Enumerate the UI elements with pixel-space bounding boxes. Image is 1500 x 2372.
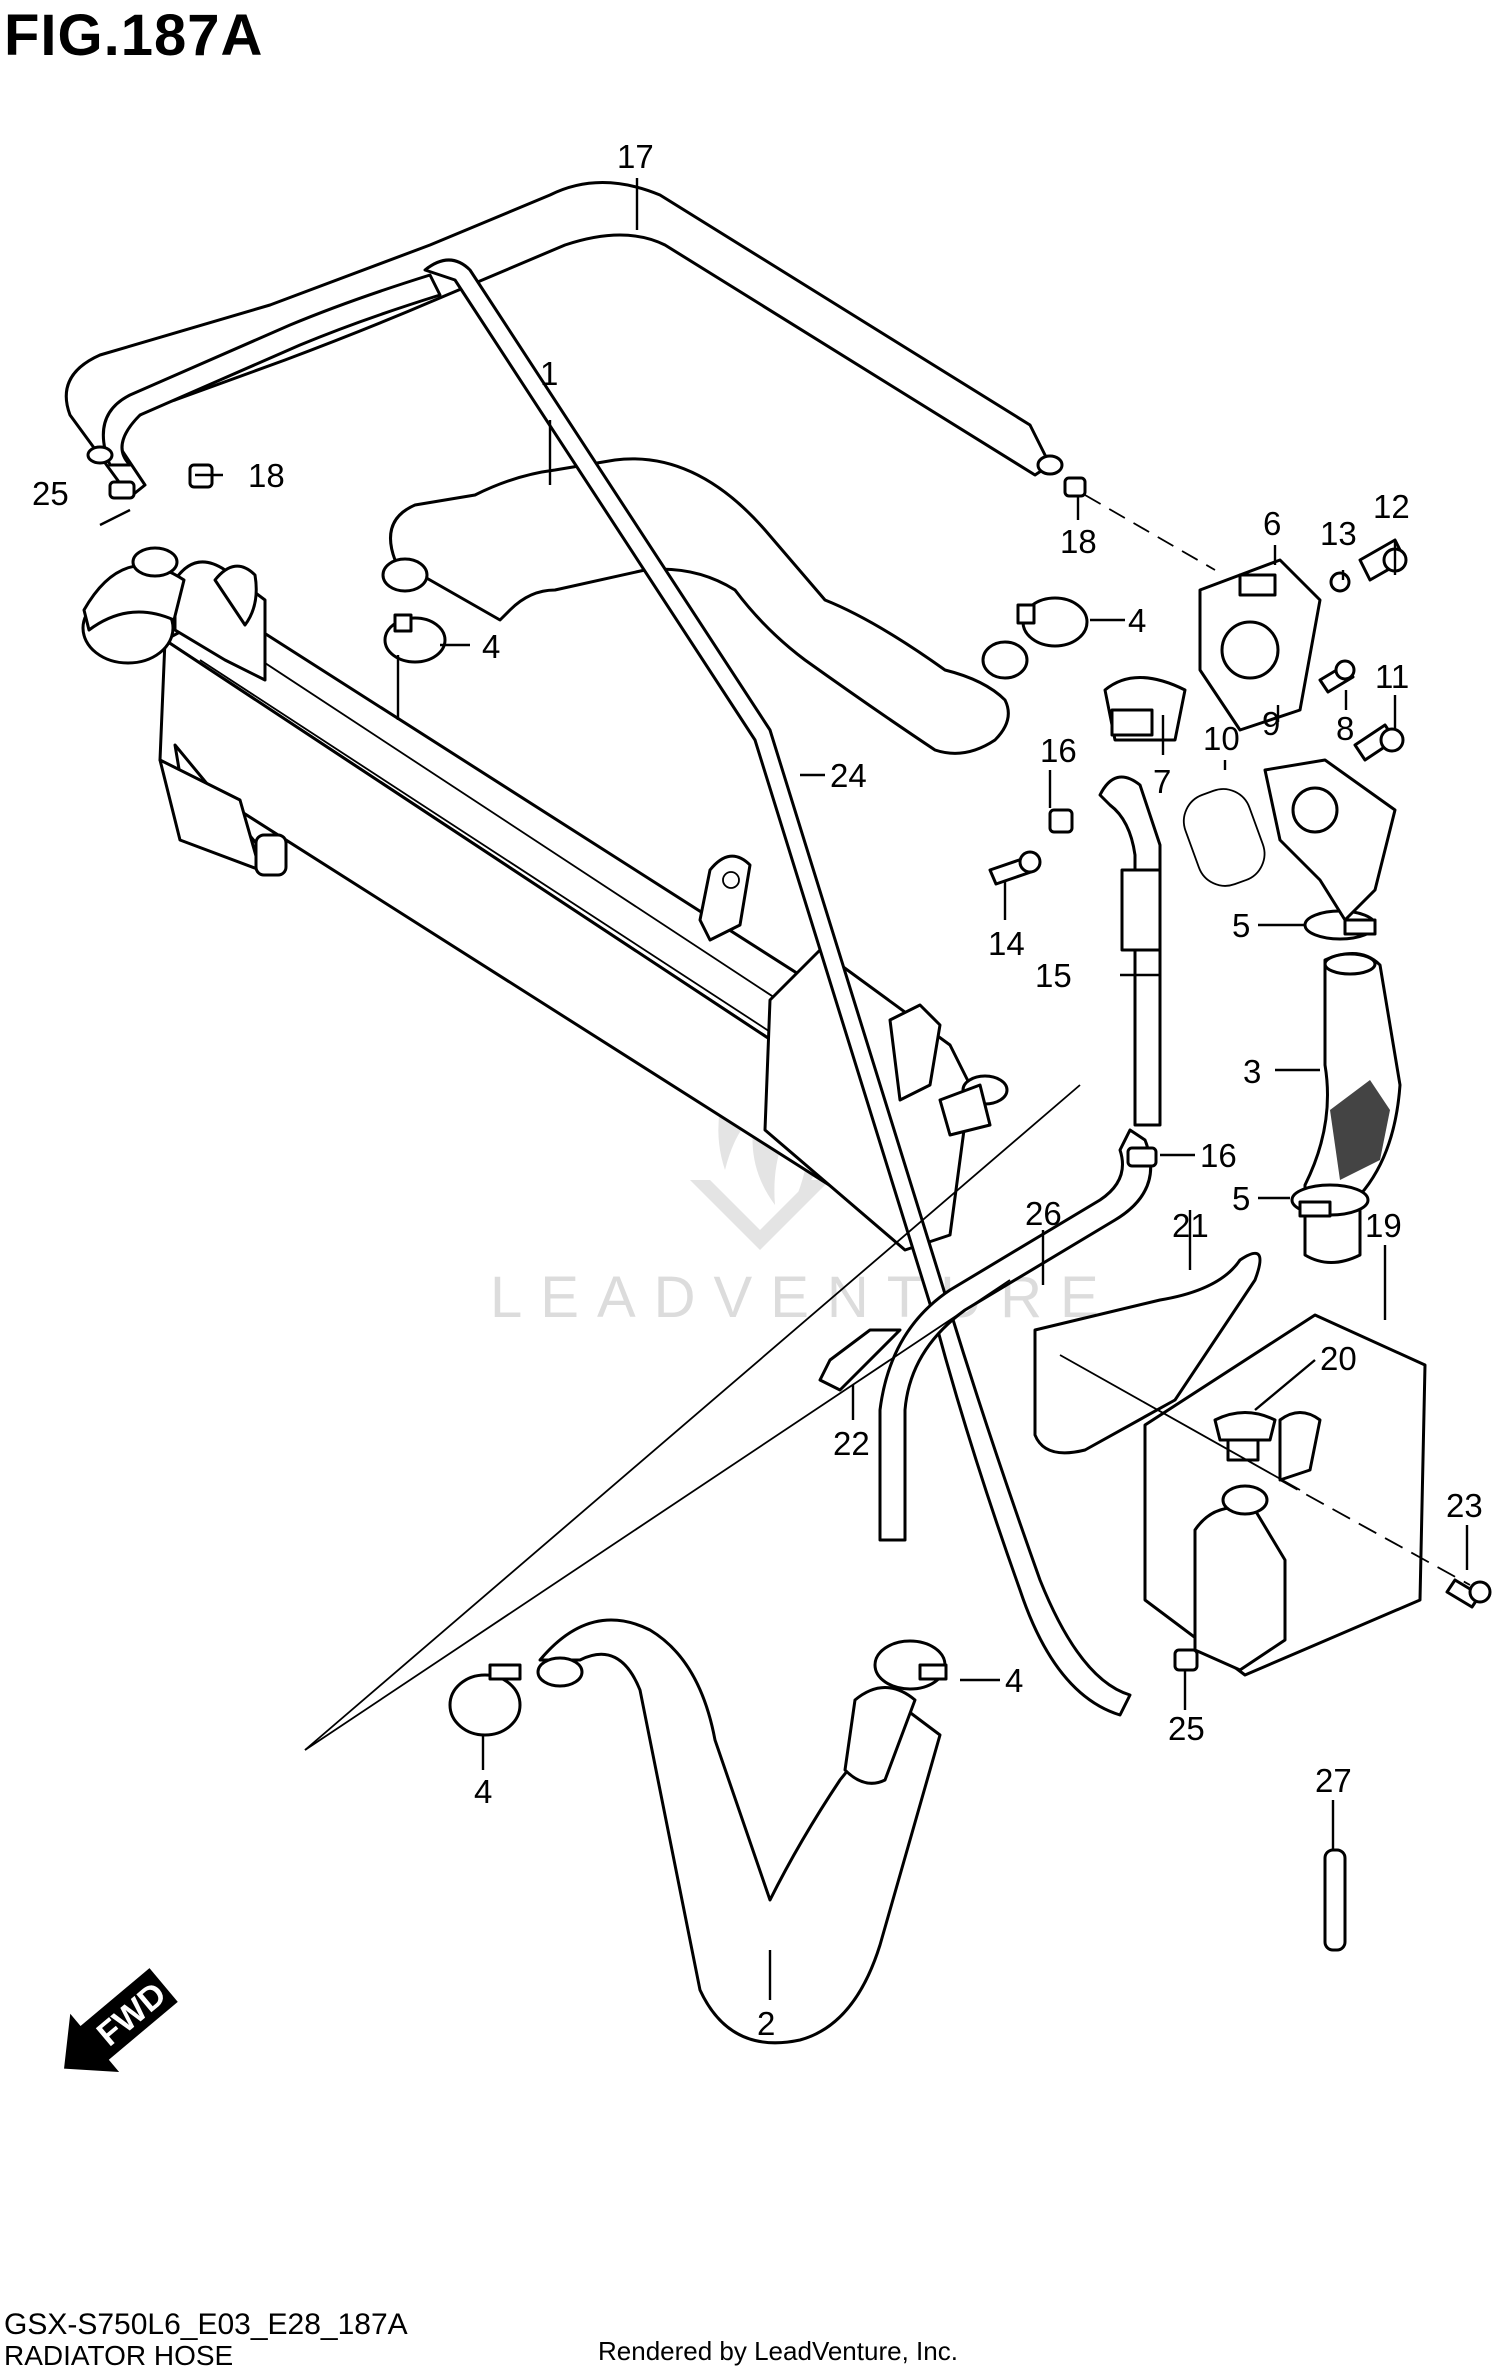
radiator-cap [81,546,186,665]
model-code: GSX-S750L6_E03_E28_187A [4,2308,408,2341]
callout-25a: 25 [32,475,69,512]
callout-5a: 5 [1232,907,1250,944]
callout-18a: 18 [248,457,285,494]
callout-4a: 4 [482,628,500,665]
callout-22: 22 [833,1425,870,1462]
callout-8: 8 [1336,710,1354,747]
render-credit: Rendered by LeadVenture, Inc. [598,2336,958,2366]
callout-4d: 4 [1005,1662,1023,1699]
hose-26 [878,1128,1153,1542]
callouts: 1 2 3 4 4 4 4 5 5 6 7 8 9 10 11 12 13 14… [32,138,1483,2042]
forward-arrow: FWD [64,1968,178,2072]
callout-26: 26 [1025,1195,1062,1232]
hose-1 [381,457,1029,755]
callout-17: 17 [617,138,654,175]
callout-10: 10 [1203,720,1240,757]
hose-24 [423,258,1132,1717]
callout-9: 9 [1262,705,1280,742]
callout-23: 23 [1446,1487,1483,1524]
callout-20: 20 [1320,1340,1357,1377]
callout-4c: 4 [474,1773,492,1810]
callout-16a: 16 [1040,732,1077,769]
callout-4b: 4 [1128,602,1146,639]
radiator-assembly [81,546,1009,1252]
figure-title: FIG.187A [4,3,264,68]
callout-18b: 18 [1060,523,1097,560]
callout-7: 7 [1153,763,1171,800]
callout-5b: 5 [1232,1180,1250,1217]
callout-2: 2 [757,2005,775,2042]
callout-14: 14 [988,925,1025,962]
reservoir-tank [1033,1251,1427,1677]
hose-15 [1098,775,1162,1127]
callout-11: 11 [1375,658,1409,695]
callout-15: 15 [1035,957,1072,994]
hose-2 [536,1618,942,2045]
callout-25b: 25 [1168,1710,1205,1747]
callout-16b: 16 [1200,1137,1237,1174]
callout-21: 21 [1172,1207,1209,1244]
leader-lines [99,178,1469,2000]
hose-17 [64,181,1064,499]
small-parts [108,463,1492,1952]
guide-lines [304,494,1471,1751]
callout-6: 6 [1263,505,1281,542]
callout-24: 24 [830,757,867,794]
figure-subtitle: RADIATOR HOSE [4,2340,234,2371]
callout-13: 13 [1320,515,1357,552]
callout-3: 3 [1243,1053,1261,1090]
callout-27: 27 [1315,1762,1352,1799]
callout-12: 12 [1373,488,1410,525]
callout-1: 1 [540,355,558,392]
callout-19: 19 [1365,1207,1402,1244]
